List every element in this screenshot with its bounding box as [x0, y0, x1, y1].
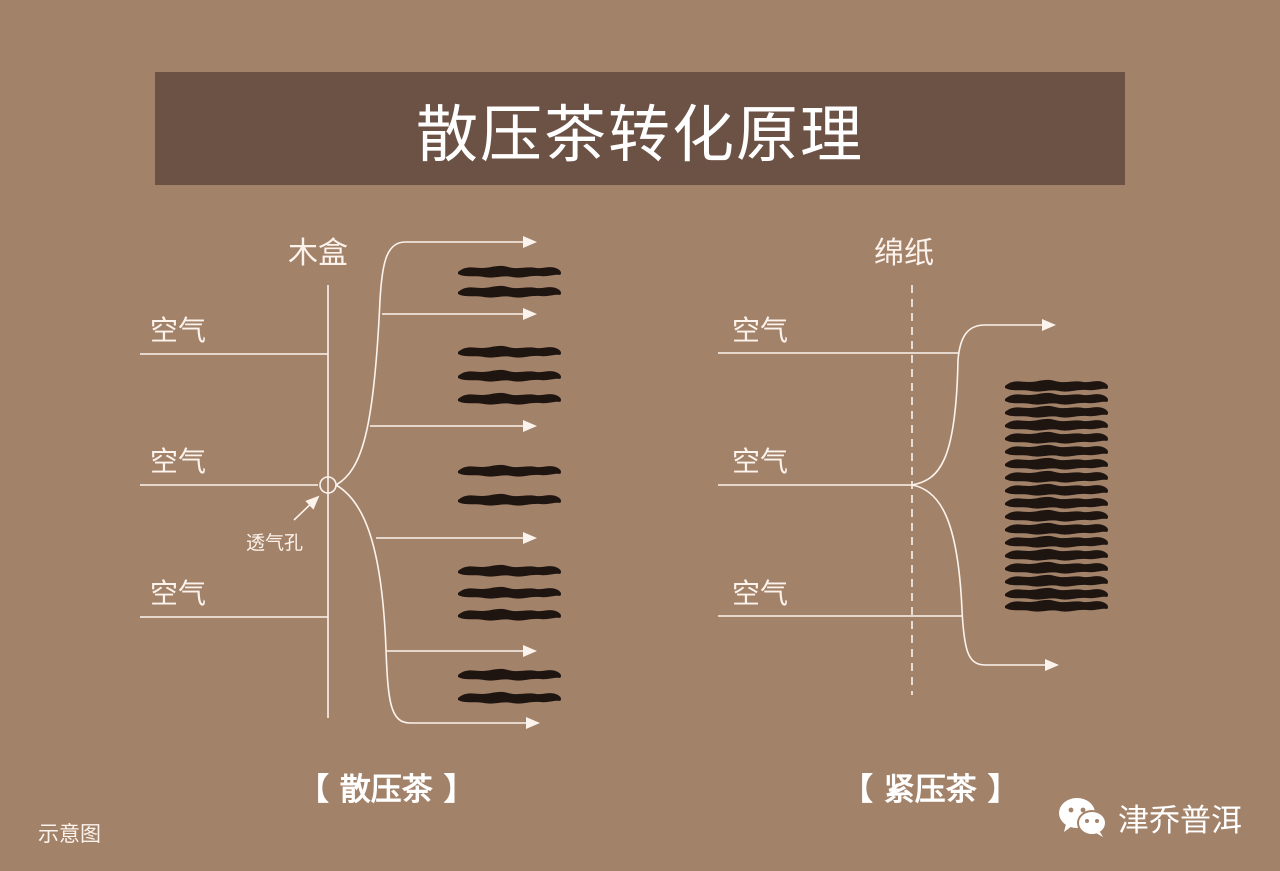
tea-leaf: [458, 564, 562, 577]
air-label-left-top: 空气: [150, 314, 206, 347]
watermark-text: 津乔普洱: [1118, 802, 1242, 839]
air-label-left-middle: 空气: [150, 445, 206, 478]
tea-leaf: [458, 265, 562, 278]
upper-flow-trunk: [335, 241, 406, 486]
tea-leaf: [1005, 418, 1109, 431]
tea-leaf: [458, 464, 562, 477]
page-title: 散压茶转化原理: [415, 97, 864, 171]
title-bar: 散压茶转化原理: [155, 72, 1125, 185]
tea-leaf: [1005, 405, 1109, 418]
air-label-right-top: 空气: [732, 314, 788, 347]
tea-leaf: [458, 392, 562, 405]
air-label-right-middle: 空气: [732, 445, 788, 478]
tea-leaf: [458, 586, 562, 599]
tea-leaf: [1005, 457, 1109, 470]
schematic-note: 示意图: [38, 822, 101, 846]
air-label-left-bottom: 空气: [150, 577, 206, 610]
tea-leaf: [458, 668, 562, 681]
tea-leaf: [1005, 535, 1109, 548]
vent-hole-label: 透气孔: [246, 532, 303, 554]
tea-leaf: [1005, 444, 1109, 457]
vent-hole-pointer: [293, 495, 320, 521]
right-panel: [718, 285, 1059, 695]
tea-leaf: [458, 691, 562, 704]
tea-leaf: [1005, 587, 1109, 600]
tea-leaf: [1005, 483, 1109, 496]
cotton-paper-label: 绵纸: [874, 236, 934, 271]
wood-box-label: 木盒: [288, 236, 348, 271]
tea-leaf: [1005, 470, 1109, 483]
right-lower-trunk: [911, 484, 986, 666]
wechat-icon: [1059, 798, 1107, 837]
tea-leaf: [1005, 599, 1109, 612]
tea-leaf: [1005, 522, 1109, 535]
tea-leaf: [458, 345, 562, 358]
tea-leaf: [458, 493, 562, 506]
lower-flow-trunk: [335, 484, 411, 724]
tea-leaf: [1005, 379, 1109, 392]
right-upper-trunk: [911, 324, 986, 486]
tea-leaf: [1005, 509, 1109, 522]
left-leaves: [458, 265, 562, 704]
tea-leaf: [458, 608, 562, 621]
tea-leaf: [1005, 548, 1109, 561]
right-leaves: [1005, 379, 1109, 612]
tea-leaf: [1005, 574, 1109, 587]
watermark: 津乔普洱: [1058, 792, 1242, 842]
tea-leaf: [458, 285, 562, 298]
compressed-tea-caption: 【 紧压茶 】: [842, 772, 1019, 808]
tea-leaf: [1005, 431, 1109, 444]
air-label-right-bottom: 空气: [732, 577, 788, 610]
tea-leaf: [1005, 392, 1109, 405]
left-panel: [140, 236, 540, 729]
loose-tea-caption: 【 散压茶 】: [298, 772, 475, 808]
tea-leaf: [458, 369, 562, 382]
tea-leaf: [1005, 496, 1109, 509]
tea-leaf: [1005, 561, 1109, 574]
